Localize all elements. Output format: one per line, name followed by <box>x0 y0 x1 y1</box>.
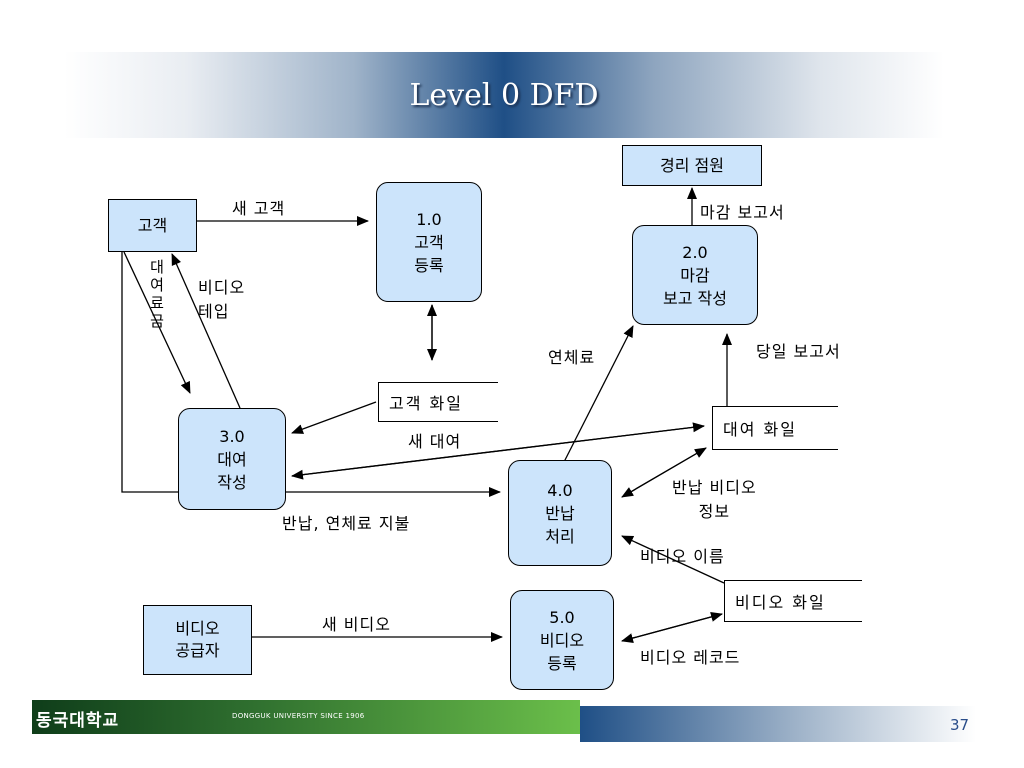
process-number: 3.0 <box>219 426 245 446</box>
label-video-name: 비디오 이름 <box>640 547 725 566</box>
process-name: 마감 보고 작성 <box>663 265 727 308</box>
title-band <box>64 52 944 138</box>
process-2-closing-report: 2.0 마감 보고 작성 <box>632 225 758 325</box>
process-name: 반납 처리 <box>545 503 575 546</box>
flow-video-name <box>621 535 725 584</box>
process-5-video-registration: 5.0 비디오 등록 <box>510 590 614 690</box>
label-daily-report: 당일 보고서 <box>756 342 841 361</box>
page-number: 37 <box>950 716 970 734</box>
label-new-rental: 새 대여 <box>408 432 462 451</box>
label-new-customer: 새 고객 <box>232 199 286 218</box>
label-return-video-info: 반납 비디오 정보 <box>672 478 757 521</box>
process-number: 1.0 <box>416 209 442 229</box>
process-number: 2.0 <box>682 242 708 262</box>
entity-accounting-clerk: 경리 점원 <box>622 145 762 186</box>
store-rental-file: 대여 화일 <box>712 406 838 450</box>
label-rental-fee: 대여료금 <box>150 258 164 330</box>
process-3-rental: 3.0 대여 작성 <box>178 408 286 510</box>
slide-title: Level 0 DFD <box>409 77 599 113</box>
flow-late-fee <box>563 325 634 463</box>
entity-customer: 고객 <box>108 199 197 252</box>
flow-return-pay <box>121 252 501 497</box>
process-name: 고객 등록 <box>414 232 444 275</box>
university-logo: 동국대학교 <box>36 711 120 731</box>
label-return-late-pay: 반납, 연체료 지불 <box>282 514 411 533</box>
footer-green-bar <box>32 700 580 734</box>
process-name: 대여 작성 <box>217 449 247 492</box>
process-number: 4.0 <box>547 480 573 500</box>
flow-video-tape <box>171 253 241 409</box>
university-name: DONGGUK UNIVERSITY SINCE 1906 <box>232 712 365 720</box>
footer-blue-gradient <box>580 706 976 742</box>
process-1-customer-registration: 1.0 고객 등록 <box>376 182 482 302</box>
process-name: 비디오 등록 <box>539 630 585 673</box>
process-4-return: 4.0 반납 처리 <box>508 460 612 566</box>
store-video-file: 비디오 화일 <box>724 580 862 622</box>
flow-file-p3 <box>291 401 377 434</box>
process-number: 5.0 <box>549 607 575 627</box>
label-video-record: 비디오 레코드 <box>640 648 741 667</box>
flow-rental-fee <box>123 251 191 394</box>
label-new-video: 새 비디오 <box>322 615 391 634</box>
entity-video-supplier: 비디오 공급자 <box>143 605 252 675</box>
label-video-tape: 비디오 테입 <box>198 278 246 321</box>
label-late-fee: 연체료 <box>548 348 596 367</box>
store-customer-file: 고객 화일 <box>378 382 498 422</box>
label-closing-report: 마감 보고서 <box>700 203 785 222</box>
